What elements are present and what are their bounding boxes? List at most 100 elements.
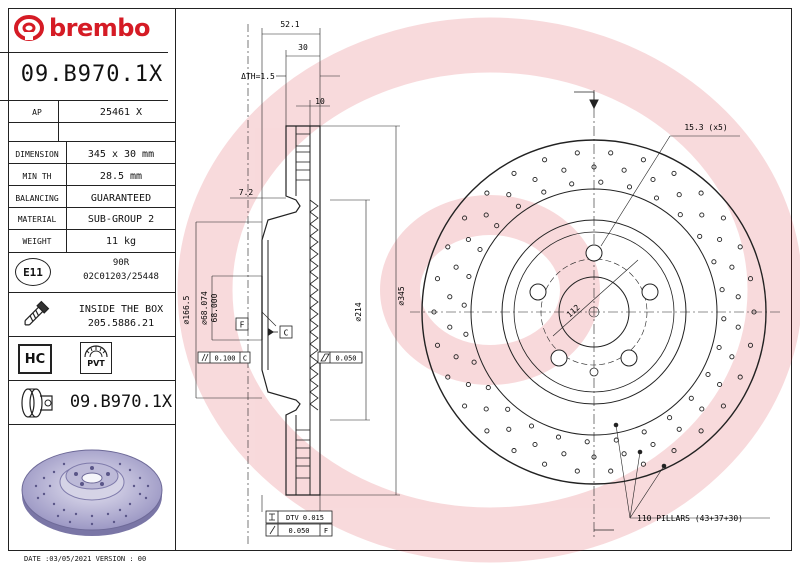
dim-center-bore-min: 68.000 <box>210 293 219 322</box>
drill-hole <box>453 354 459 360</box>
drill-holes <box>431 150 757 474</box>
drill-hole <box>671 448 677 454</box>
drill-hole <box>541 189 547 195</box>
brand-name: brembo <box>49 14 150 42</box>
drill-hole <box>511 170 517 176</box>
spec-value: 345 x 30 mm <box>87 149 155 160</box>
spec-value: GUARANTEED <box>90 193 152 204</box>
drill-hole <box>461 302 467 308</box>
spec-label: DIMENSION <box>15 150 59 159</box>
dim-hat-wall: 7.2 <box>239 188 254 197</box>
drill-hole <box>653 195 660 201</box>
drill-hole <box>445 374 451 380</box>
drill-hole <box>445 244 451 250</box>
approval-reg: 90R <box>112 258 130 268</box>
lug-holes <box>529 244 659 377</box>
drill-hole <box>613 437 619 443</box>
dim-vane: 10 <box>315 97 325 106</box>
dim-center-bore-max: ∅68.074 <box>200 291 209 325</box>
divider <box>8 163 176 164</box>
brand-logo: brembo <box>14 14 150 42</box>
drill-hole <box>484 428 490 434</box>
drill-hole <box>667 415 673 421</box>
drill-hole <box>697 233 703 239</box>
divider <box>8 229 176 230</box>
datum-c-label: C <box>284 329 289 338</box>
drill-hole <box>717 236 723 243</box>
spec-label: WEIGHT <box>22 237 52 246</box>
drill-hole <box>698 428 704 434</box>
datum-c-box <box>279 325 293 339</box>
drill-hole <box>477 246 483 253</box>
part-number-bottom: 09.B970.1X <box>69 392 173 412</box>
drill-hole <box>676 426 682 432</box>
drill-hole <box>485 385 491 391</box>
divider <box>0 100 168 101</box>
ap-label: AP <box>32 108 42 117</box>
drawing-frame <box>8 8 792 551</box>
drill-hole <box>584 439 590 445</box>
drill-hole <box>542 461 548 467</box>
e-mark-badge: E11 <box>15 258 51 286</box>
drill-hole <box>471 359 477 365</box>
drill-hole <box>717 381 723 388</box>
pvt-label: PVT <box>87 359 105 368</box>
drill-hole <box>555 434 562 440</box>
disc-front-view <box>410 90 780 540</box>
drill-hole <box>640 157 646 163</box>
drill-hole <box>434 276 441 282</box>
flatness-tolerance-frame <box>317 351 363 364</box>
drill-hole <box>447 324 453 330</box>
drill-hole <box>483 406 489 412</box>
spec-value: 11 kg <box>105 236 137 247</box>
drill-hole <box>626 184 633 190</box>
info-panel <box>8 8 176 551</box>
drill-hole <box>561 167 567 173</box>
datum-f-box <box>235 317 249 331</box>
drill-hole <box>699 406 705 412</box>
pvt-badge: PVT <box>80 342 112 374</box>
drill-hole <box>676 192 682 198</box>
disc-side-icon <box>21 388 53 418</box>
drill-hole <box>729 354 735 360</box>
drill-hole <box>431 309 437 315</box>
screw-icon <box>24 300 50 326</box>
disc-section-view <box>247 24 321 545</box>
drill-hole <box>447 294 453 300</box>
divider <box>8 122 176 123</box>
drill-hole <box>711 259 717 265</box>
dim-inner-braking-diameter: ∅214 <box>354 302 363 321</box>
spec-value: 28.5 mm <box>99 171 143 182</box>
drill-hole <box>434 342 441 348</box>
divider <box>8 336 176 337</box>
drill-hole <box>591 164 597 170</box>
drill-hole <box>640 461 646 467</box>
drill-hole <box>720 215 726 221</box>
parallel-tolerance-frame <box>197 351 251 364</box>
divider <box>8 380 176 381</box>
disc-render-image <box>21 449 163 536</box>
drill-hole <box>462 215 468 221</box>
spec-label: MATERIAL <box>17 215 57 224</box>
dtv-frame <box>265 510 333 537</box>
dim-thickness: 30 <box>298 43 308 52</box>
drill-hole <box>574 468 580 474</box>
drill-hole <box>465 381 471 388</box>
divider <box>8 424 176 425</box>
pcd-leader <box>552 259 639 337</box>
drill-hole <box>608 468 614 474</box>
drill-hole <box>650 176 656 183</box>
dim-outer-diameter: ∅345 <box>397 286 406 305</box>
datum-f-label: F <box>240 321 245 330</box>
drill-hole <box>751 309 757 315</box>
drill-hole <box>705 371 711 378</box>
divider <box>58 101 59 141</box>
drill-hole <box>532 441 538 448</box>
drill-hole <box>671 170 677 176</box>
divider <box>8 207 176 208</box>
drill-hole <box>747 342 754 348</box>
spec-value: SUB-GROUP 2 <box>87 214 155 225</box>
drill-hole <box>735 294 741 300</box>
drill-hole <box>462 403 468 409</box>
